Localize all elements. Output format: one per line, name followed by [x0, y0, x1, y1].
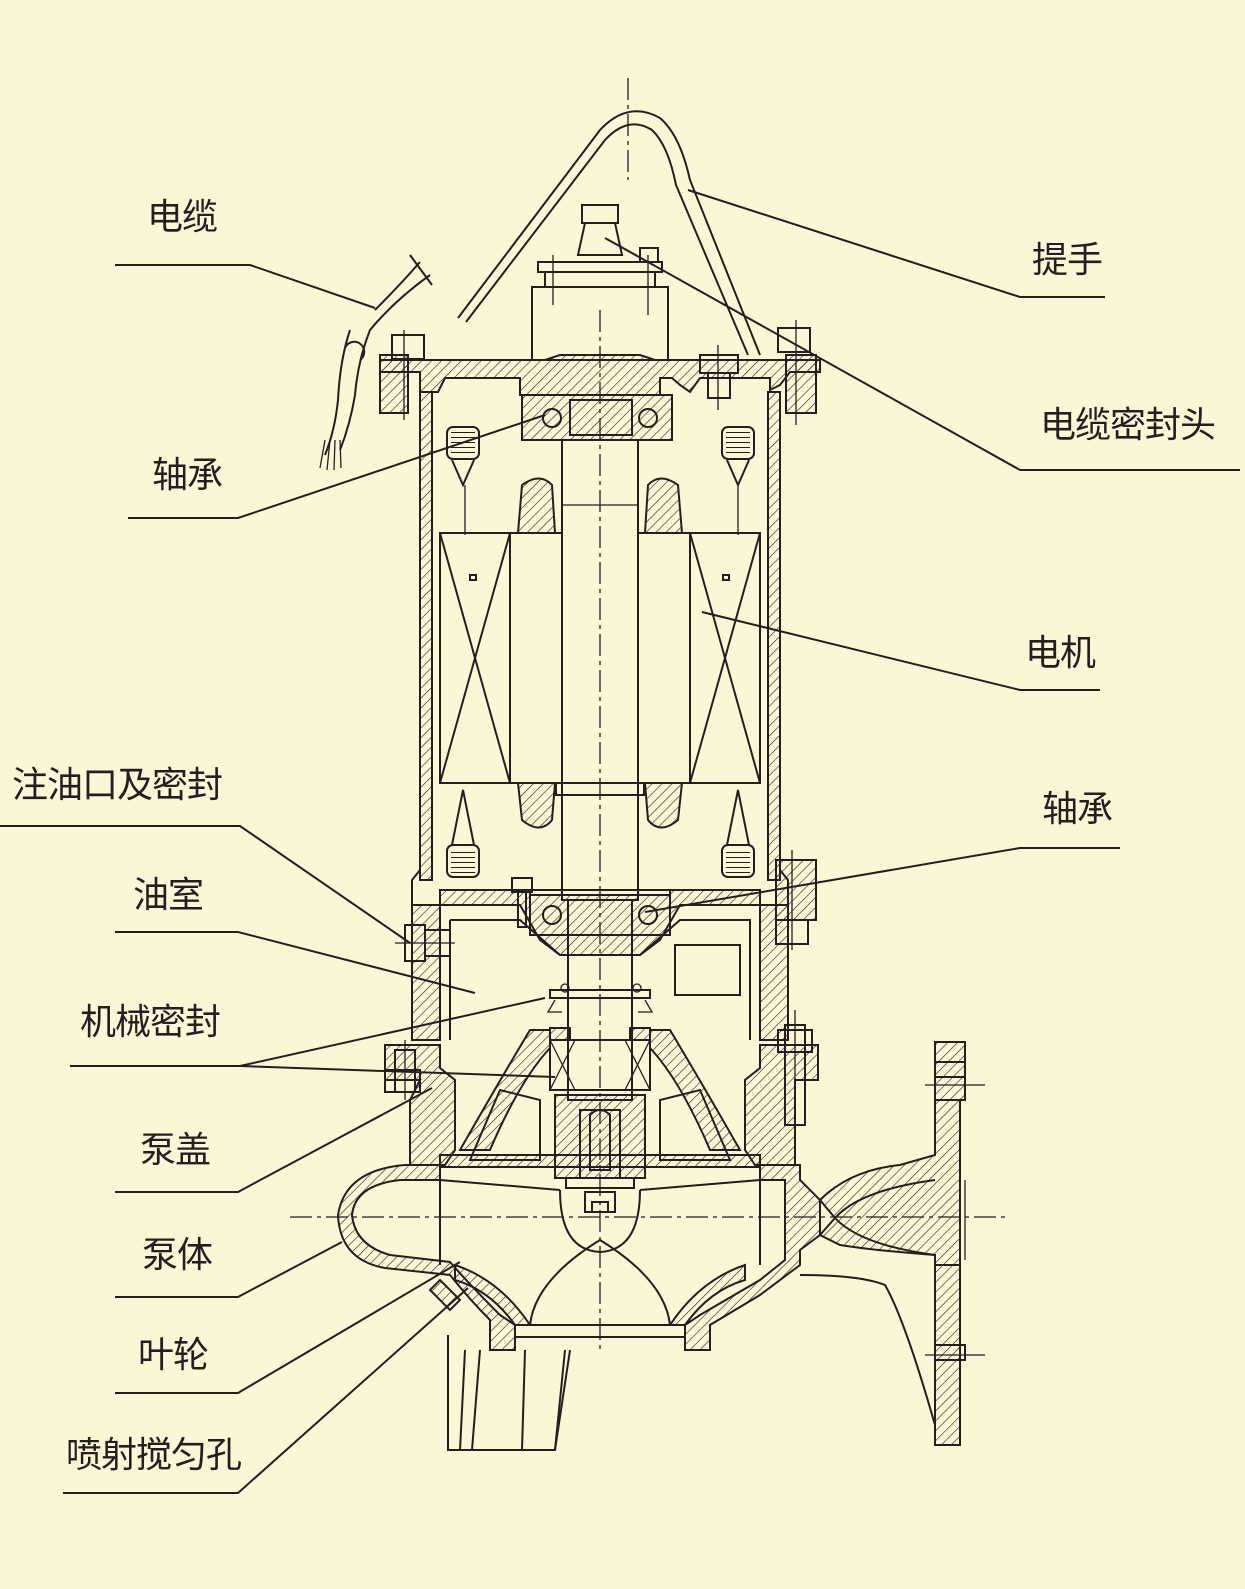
label-handle: 提手	[1032, 240, 1103, 281]
leader-cable-seal-head	[604, 237, 1240, 471]
leader-motor	[701, 611, 1100, 691]
leader-mech-seal-b	[239, 1065, 556, 1078]
leader-handle	[687, 189, 1105, 298]
label-oil-inlet-seal: 注油口及密封	[12, 765, 223, 806]
impeller-part	[439, 1094, 761, 1338]
handle-inner	[465, 123, 749, 356]
leader-cable	[115, 264, 376, 309]
mechanical-seal	[546, 983, 654, 1091]
leader-impeller	[115, 1261, 461, 1394]
label-bearing-top: 轴承	[152, 455, 223, 496]
upper-bearing	[521, 394, 673, 441]
top-cap	[379, 286, 821, 425]
leader-lines	[0, 189, 1240, 1494]
label-oil-chamber: 油室	[133, 875, 204, 916]
winding-end-blocks	[446, 426, 755, 878]
rotor	[509, 477, 691, 829]
leader-oil-chamber	[115, 931, 476, 994]
pump-body-part	[336, 1041, 985, 1446]
pump-cover-part	[384, 1010, 819, 1168]
label-motor: 电机	[1025, 633, 1096, 674]
leader-bearing-top	[128, 414, 546, 519]
leader-oil-inlet	[0, 825, 411, 944]
label-mechanical-seal: 机械密封	[80, 1002, 221, 1043]
leader-pump-body	[115, 1241, 343, 1298]
leader-pump-cover	[115, 1087, 433, 1193]
label-jet-stir-hole: 喷射搅匀孔	[66, 1435, 242, 1476]
label-pump-body: 泵体	[142, 1235, 213, 1276]
label-pump-cover: 泵盖	[140, 1130, 211, 1171]
cable-wires	[319, 439, 342, 471]
handle	[457, 110, 761, 356]
cable-seal-head	[537, 204, 663, 315]
leader-jet-stir	[63, 1287, 469, 1494]
label-cable-seal-head: 电缆密封头	[1040, 405, 1216, 446]
leader-bearing-bottom	[644, 847, 1120, 913]
label-bearing-bottom: 轴承	[1042, 789, 1113, 830]
lower-bearing	[439, 877, 761, 956]
label-impeller: 叶轮	[138, 1335, 209, 1376]
label-cable: 电缆	[147, 197, 218, 238]
